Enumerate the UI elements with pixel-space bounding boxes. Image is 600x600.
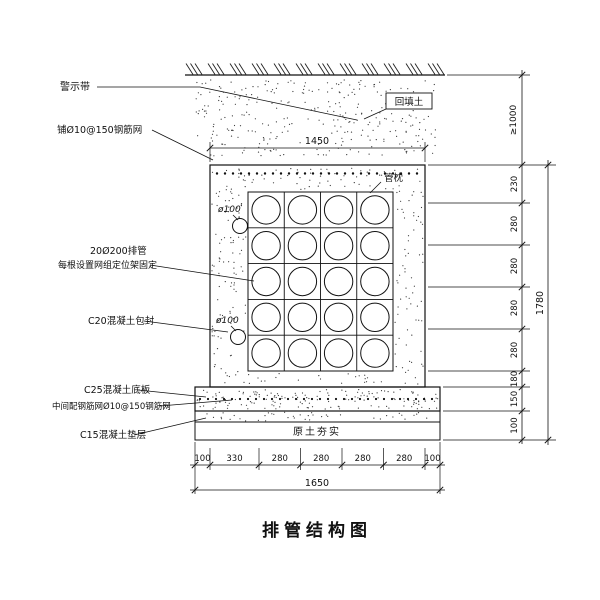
base-slab-texture xyxy=(196,389,439,410)
leader-slab-mesh xyxy=(159,399,233,407)
cover-depth-dim-label: ≥1000 xyxy=(509,105,519,136)
right-dim-segment-label: 150 xyxy=(510,391,520,407)
pipe-circle xyxy=(323,338,354,368)
label-cushion: C15混凝土垫层 xyxy=(80,429,146,441)
right-dim-segment-label: 280 xyxy=(510,216,520,232)
label-conduit-1: ø100 xyxy=(217,205,241,215)
pipe-circle xyxy=(323,231,354,261)
top-width-dim-label: 1450 xyxy=(305,136,329,147)
pipe-circle xyxy=(251,266,281,297)
spare-conduit-circle-1 xyxy=(232,218,248,234)
concrete-encasement-texture xyxy=(211,167,424,385)
pipe-circle xyxy=(323,302,354,332)
leader-top-mesh xyxy=(151,129,214,161)
right-dim-segment-label: 100 xyxy=(510,417,520,433)
bottom-dim-segment-label: 280 xyxy=(355,454,371,464)
right-dim-segment-label: 280 xyxy=(510,258,520,274)
right-dim-segment-label: 280 xyxy=(510,342,520,358)
pipe-circle xyxy=(360,302,390,332)
pipe-circle xyxy=(287,195,318,225)
right-dim-segment-label: 280 xyxy=(510,300,520,316)
drawing-title: 排管结构图 xyxy=(262,520,372,541)
bottom-dim-segment-label: 100 xyxy=(194,454,210,464)
pipe-circle xyxy=(323,195,354,225)
pipe-circle xyxy=(251,195,281,225)
bottom-dim-segment-label: 280 xyxy=(396,454,412,464)
label-pipe-spec: 20Ø200排管 xyxy=(90,245,147,257)
bottom-dim-segment-label: 330 xyxy=(226,454,242,464)
pipe-circle xyxy=(287,338,318,368)
bottom-dim-segment-label: 280 xyxy=(272,454,288,464)
label-top-mesh: 铺Ø10@150钢筋网 xyxy=(57,124,142,136)
label-pipe-fixing: 每根设置网组定位架固定 xyxy=(58,259,157,271)
right-dim-segment-label: 180 xyxy=(510,371,520,387)
leader-backfill xyxy=(363,108,387,120)
pipe-circle xyxy=(251,302,281,332)
right-dim-segment-label: 230 xyxy=(510,176,520,192)
bottom-dim-segment-label: 100 xyxy=(424,454,440,464)
label-encasement: C20混凝土包封 xyxy=(88,315,155,327)
right-total-dim-label: 1780 xyxy=(535,291,546,315)
bottom-dim-segment-label: 280 xyxy=(313,454,329,464)
slab-reinforcement-mesh xyxy=(198,397,434,401)
pipe-circle xyxy=(323,266,354,297)
leader-warning-tape xyxy=(97,86,358,121)
leader-base-slab xyxy=(137,389,207,398)
label-conduit-2: ø100 xyxy=(215,316,239,326)
pipe-circle xyxy=(360,195,390,225)
leader-conduit-1 xyxy=(232,214,239,221)
spare-conduit-circle-2 xyxy=(230,329,246,345)
pipe-circle xyxy=(251,338,281,368)
leader-conduit-2 xyxy=(230,325,237,332)
label-compacted-soil: 原土夯实 xyxy=(293,425,341,438)
pipe-circle xyxy=(360,231,390,261)
ground-hatching-icon xyxy=(185,63,445,75)
pipe-circle xyxy=(287,231,318,261)
pipe-circle xyxy=(360,266,390,297)
bottom-total-dim-label: 1650 xyxy=(305,478,329,489)
label-backfill: 回填土 xyxy=(395,96,424,108)
backfill-label-box xyxy=(385,92,433,110)
pipe-circle xyxy=(360,338,390,368)
pipe-circles xyxy=(251,195,390,368)
leader-pipe-spec xyxy=(149,264,255,282)
label-base-slab: C25混凝土底板 xyxy=(84,384,151,396)
pipe-circle xyxy=(287,266,318,297)
top-reinforcement-mesh xyxy=(215,172,419,175)
label-pipe-pillow: 管枕 xyxy=(384,172,404,184)
cushion-texture xyxy=(206,411,428,422)
pipe-circle xyxy=(287,302,318,332)
pipe-positioning-grid xyxy=(247,191,394,372)
label-warning-tape: 警示带 xyxy=(60,80,90,93)
pipe-circle xyxy=(251,231,281,261)
dimension-ticks-and-extensions: 230 280 280 280 280 180 150 100 100 330 280 280 280 2… xyxy=(191,71,556,494)
leader-encasement xyxy=(143,320,229,333)
leader-pipe-pillow xyxy=(369,181,382,194)
leader-cushion xyxy=(133,417,207,436)
label-slab-mesh: 中间配钢筋网Ø10@150钢筋网 xyxy=(52,401,171,412)
compacted-soil-band-outline xyxy=(194,421,441,441)
